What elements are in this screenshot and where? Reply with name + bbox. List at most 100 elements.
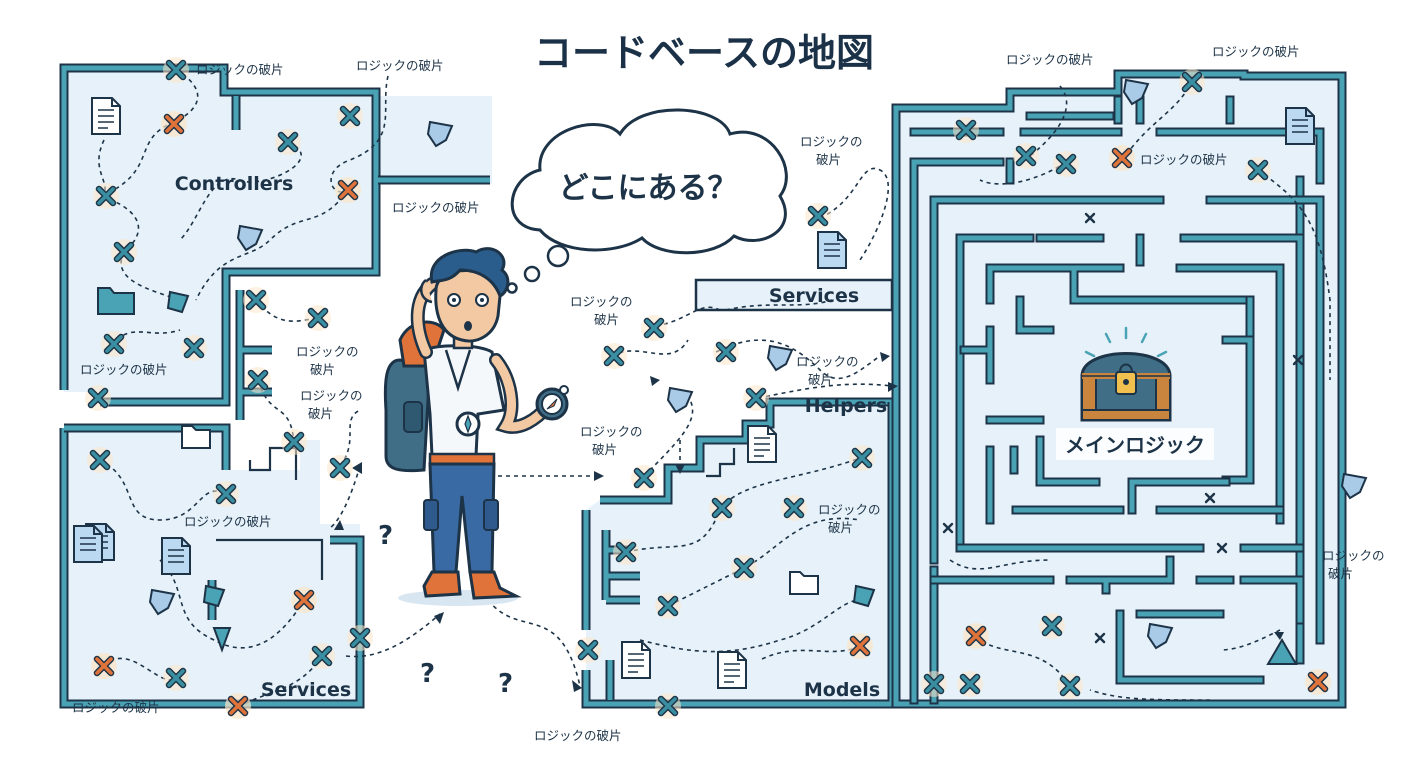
fragment-label-line2: 破片 [594,312,619,327]
treasure-label-bg [1056,428,1214,460]
x-marker-icon [953,117,979,143]
fragment-label-line2: 破片 [816,152,841,167]
x-marker-icon [1057,673,1083,699]
x-marker-icon [87,447,113,473]
x-marker-icon [93,183,119,209]
x-marker-icon [347,625,373,651]
explorer-character [383,247,569,606]
walls-right-maze-inner [909,95,1325,705]
fragment-label: ロジックの破片 [1006,52,1094,67]
x-marker-icon [163,57,189,83]
treasure-label: メインロジック [1065,433,1205,457]
fragment-label: ロジックの破片 [196,62,284,77]
fragment-label-line1: ロジックの [1322,548,1385,563]
x-marker-icon [1039,613,1065,639]
fragment-label-line2: 破片 [1328,566,1353,581]
room-label-services-right: Services [769,285,859,307]
x-marker-icon [641,315,667,341]
document-icon [1285,107,1315,145]
fragment-label: ロジックの破片 [534,728,622,743]
document-icon [717,651,747,689]
x-marker-icon [713,339,739,365]
fragment-label-line1: ロジックの [818,502,881,517]
fragment-label-line2: 破片 [808,372,833,387]
fragment-label-line1: ロジックの [570,294,633,309]
treasure-chest-icon [1080,326,1172,422]
fragment-label: ロジックの破片 [1212,44,1300,59]
room-label-controllers: Controllers [175,173,294,195]
x-marker-icon [281,429,307,455]
x-marker-icon [243,287,269,313]
x-marker-icon [1245,157,1271,183]
floor-helpers-models [586,402,892,704]
room-label-services-left: Services [261,679,351,701]
fragment-labels-stacked: ロジックの 破片 ロジックの 破片 ロジックの 破片 ロジックの 破片 ロジック… [296,134,1385,581]
fragment-label: ロジックの破片 [72,700,160,715]
fragment-label: ロジックの破片 [184,514,272,529]
x-marker-icon [213,481,239,507]
x-marker-icon [101,331,127,357]
arrowheads [334,352,1284,692]
question-mark-icon: ? [498,669,513,699]
fragment-labels: ロジックの破片 ロジックの破片 ロジックの破片 ロジックの破片 ロジックの破片 … [72,44,1300,743]
document-icon [91,97,121,135]
x-marker-icon [111,239,137,265]
shard-icon [212,627,232,653]
folder-icon [789,571,819,595]
x-marker-icon [849,445,875,471]
shard-icons [149,79,1367,665]
x-marker-icon [781,495,807,521]
fragment-label-line1: ロジックの [296,344,359,359]
services-right-banner [694,278,894,312]
document-icon [621,641,651,679]
x-marker-icon [805,203,831,229]
fragment-label-line1: ロジックの [800,134,863,149]
x-marker-icon [335,177,361,203]
x-marker-icon [963,623,989,649]
x-marker-icon [575,637,601,663]
x-marker-icon [655,693,681,719]
walls-right-maze-outer [891,69,1347,709]
x-marker-icon [305,305,331,331]
thought-bubble: どこにある？ [506,108,788,294]
x-marker-icon [163,665,189,691]
small-x-marks [942,212,1304,644]
fragment-label-line1: ロジックの [580,424,643,439]
fragment-label-line1: ロジックの [796,354,859,369]
x-marker-icon [847,633,873,659]
document-icon [161,537,191,575]
x-marker-icon [731,555,757,581]
shard-icon [667,387,693,413]
x-marker-icon [327,455,353,481]
fragment-label-line2: 破片 [308,406,333,421]
x-marker-icon [1109,145,1135,171]
question-mark-icon: ? [420,659,435,689]
floor-services-left [64,426,360,704]
x-marker-icon [743,385,769,411]
x-marker-icon [1179,69,1205,95]
x-marker-icon [957,671,983,697]
fragment-label: ロジックの破片 [392,200,480,215]
x-marker-icon [631,465,657,491]
x-marker-icon [85,385,111,411]
fragment-label-line1: ロジックの [300,388,363,403]
x-marker-icon [1305,669,1331,695]
x-marker-icon [601,343,627,369]
fragment-label: ロジックの破片 [356,58,444,73]
x-marker-icon [337,103,363,129]
fragment-label-line2: 破片 [828,520,853,535]
thought-bubble-text: どこにある？ [558,171,737,206]
floor-controllers [64,68,376,404]
folder-icon [181,425,211,449]
fragment-label: ロジックの破片 [80,362,168,377]
x-marker-icon [225,693,251,719]
fragment-label: ロジックの破片 [1140,152,1228,167]
x-marker-icon [613,539,639,565]
room-label-models: Models [804,679,880,701]
x-marker-icon [1053,151,1079,177]
question-marks: ? ? ? [378,521,513,699]
fragment-label-line2: 破片 [310,362,335,377]
x-marker-icon [91,653,117,679]
shard-icon [1266,638,1298,665]
